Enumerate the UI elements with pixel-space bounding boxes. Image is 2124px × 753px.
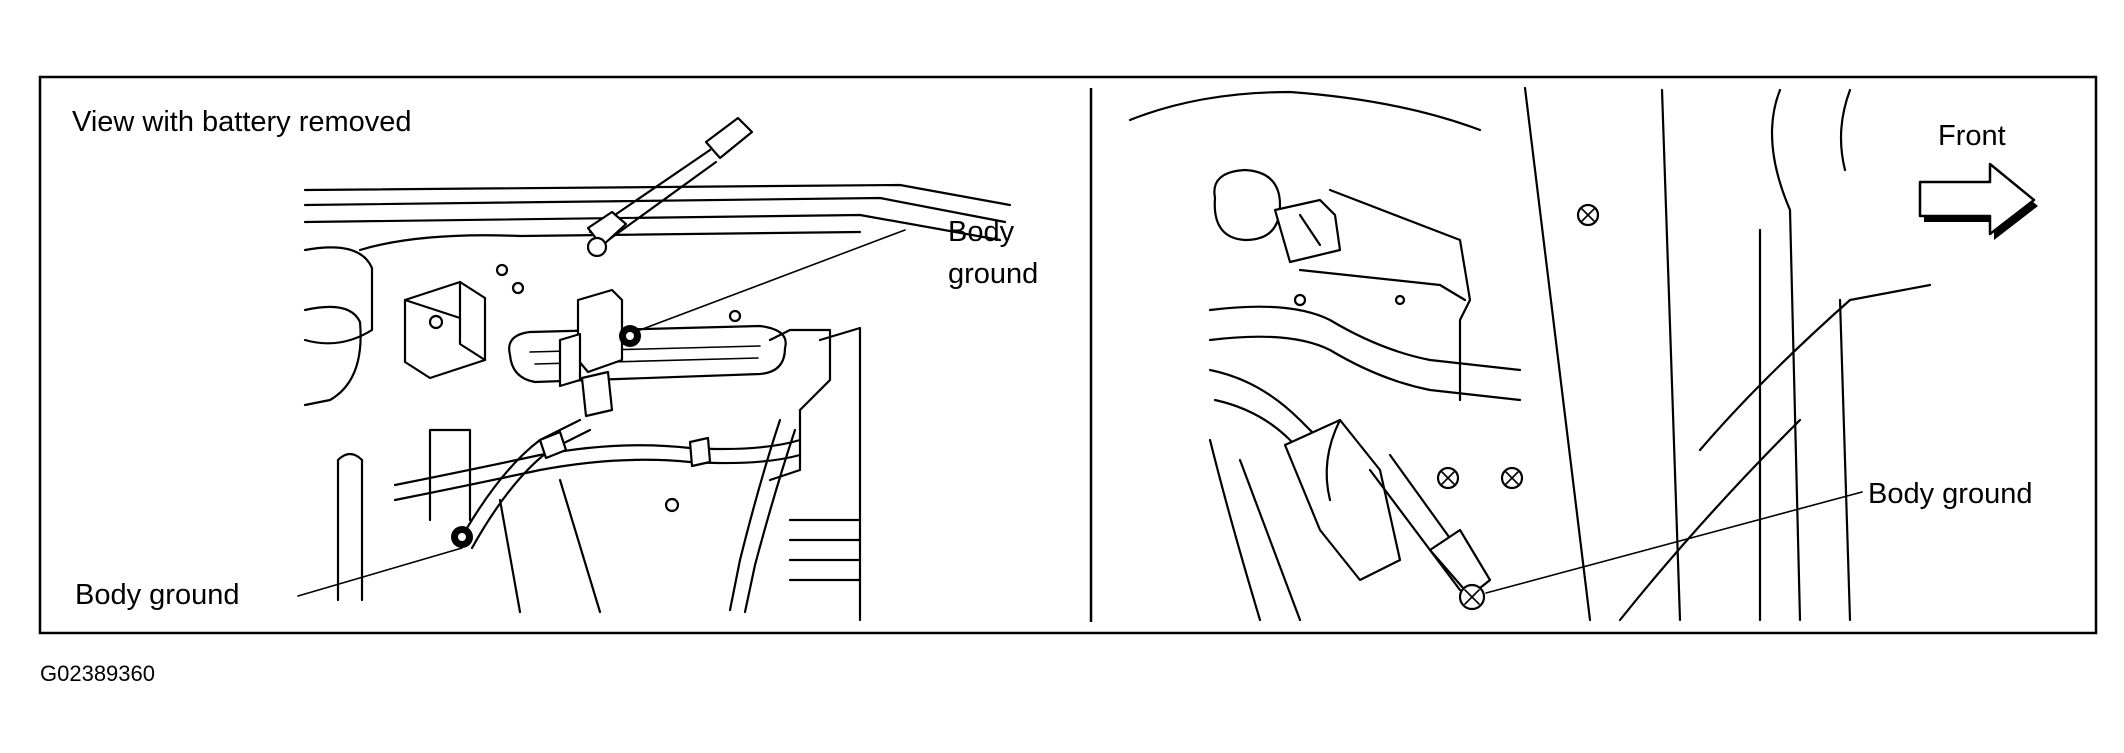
front-direction-label: Front (1938, 120, 2006, 152)
right-panel-callout: Body ground (1868, 478, 2032, 510)
left-panel-drawing (303, 116, 1012, 622)
front-arrow-icon (1918, 162, 2038, 240)
upper-callout-line1: Body (948, 216, 1015, 248)
figure-code: G02389360 (40, 661, 155, 686)
right-panel-drawing (1128, 86, 1932, 622)
lower-left-callout: Body ground (75, 579, 239, 611)
upper-callout-line2: ground (948, 258, 1038, 290)
left-panel-caption: View with battery removed (72, 106, 412, 138)
figure-frame (38, 75, 2098, 635)
